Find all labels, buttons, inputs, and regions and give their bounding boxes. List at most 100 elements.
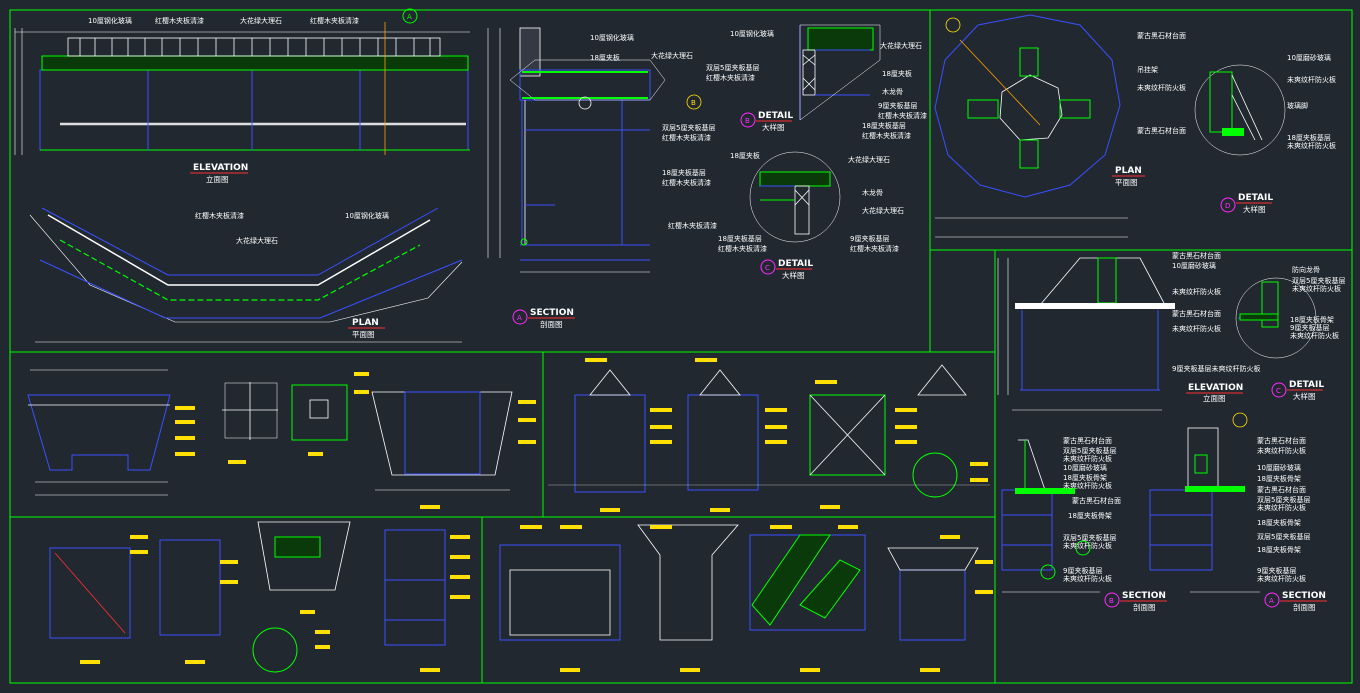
svg-text:A: A (407, 13, 412, 21)
detail-c-label-4: 大花绿大理石 (862, 206, 904, 215)
sheet-frames (9, 9, 1353, 684)
detail-d-title: DETAIL (1238, 193, 1273, 203)
detail-c-right-title: DETAIL (1289, 380, 1324, 390)
glass-panels (67, 37, 441, 57)
elevation-title: ELEVATION (193, 163, 248, 173)
detail-c-right-label-2: 双层5厘夹板基层 (1292, 276, 1345, 285)
detail-c-right-label-4: 18厘夹板骨架 (1290, 315, 1334, 324)
plan-top-subtitle: 平面图 (352, 330, 375, 339)
svg-text:B: B (745, 117, 750, 125)
elevation-right-subtitle: 立面图 (1203, 393, 1226, 403)
plan-right-drawing: 蒙古黑石材台面 吊挂架 未爽纹杆防火板 蒙古黑石材台面 PLAN 平面图 (934, 14, 1186, 238)
plan-right-label-1: 蒙古黑石材台面 (1137, 31, 1186, 40)
section-b-right-label-6: 未爽纹杆防火板 (1063, 481, 1112, 490)
section-b-right-label-12: 未爽纹杆防火板 (1063, 574, 1112, 583)
section-b-right-label-4: 10厘磨砂玻璃 (1063, 463, 1107, 472)
elevation-right-label-3: 未爽纹杆防火板 (1172, 287, 1221, 296)
section-a-right-label-4: 18厘夹板骨架 (1257, 474, 1301, 483)
elevation-right-label-5: 未爽纹杆防火板 (1172, 324, 1221, 333)
detail-b-label-8: 红樱木夹板清漆 (878, 111, 927, 120)
elevation-right-title: ELEVATION (1188, 383, 1243, 393)
section-b-right-label-3: 未爽纹杆防火板 (1063, 454, 1112, 463)
elevation-right-label-6: 9厘夹板基层未爽纹杆防火板 (1172, 364, 1260, 373)
section-b-right-label-1: 蒙古黑石材台面 (1063, 436, 1112, 445)
detail-c-label-5: 18厘夹板基层 (718, 234, 762, 243)
detail-d-label-3: 玻璃脚 (1287, 101, 1308, 110)
svg-text:D: D (1225, 202, 1230, 210)
section-b-right-label-10: 未爽纹杆防火板 (1063, 541, 1112, 550)
section-b-right-subtitle: 剖面图 (1133, 602, 1156, 612)
elevation-label-4: 红樱木夹板清漆 (310, 16, 359, 25)
detail-c-right-subtitle: 大样图 (1293, 391, 1316, 401)
detail-b-label-7: 9厘夹板基层 (878, 101, 917, 110)
svg-text:B: B (1109, 597, 1114, 605)
plan-top-label-3: 大花绿大理石 (236, 236, 278, 245)
detail-b-label-5: 18厘夹板 (882, 69, 912, 78)
detail-b-drawing: B 10厘钢化玻璃 大花绿大理石 双层5厘夹板基层 红樱木夹板清漆 18厘夹板 … (706, 24, 927, 140)
section-a-label-5: 红樱木夹板清漆 (662, 133, 711, 142)
section-b-right-label-5: 18厘夹板骨架 (1063, 473, 1107, 482)
detail-c-label-6: 红樱木夹板清漆 (718, 244, 767, 253)
detail-d-label-2: 未爽纹杆防火板 (1287, 75, 1336, 84)
section-a-right-label-3: 10厘磨砂玻璃 (1257, 463, 1301, 472)
detail-c-label-2: 大花绿大理石 (848, 155, 890, 164)
plan-right-title: PLAN (1115, 166, 1142, 176)
detail-c-label-1: 18厘夹板 (730, 151, 760, 160)
section-a-label-1: 10厘钢化玻璃 (590, 33, 634, 42)
section-a-right-label-11: 9厘夹板基层 (1257, 566, 1296, 575)
svg-text:B: B (691, 99, 696, 107)
section-b-right-label-8: 18厘夹板骨架 (1068, 511, 1112, 520)
section-a-right-label-8: 18厘夹板骨架 (1257, 518, 1301, 527)
elevation-right-label-1: 蒙古黑石材台面 (1172, 251, 1221, 260)
svg-text:A: A (1269, 597, 1274, 605)
section-a-label-8: 红樱木夹板清漆 (668, 221, 717, 230)
section-a-right-title: SECTION (1282, 591, 1326, 601)
detail-b-label-3: 双层5厘夹板基层 (706, 63, 759, 72)
svg-text:C: C (765, 264, 770, 272)
section-a-right-label-6: 双层5厘夹板基层 (1257, 495, 1310, 504)
section-a-label-7: 红樱木夹板清漆 (662, 178, 711, 187)
detail-b-subtitle: 大样图 (762, 122, 785, 132)
section-b-right-label-7: 蒙古黑石材台面 (1072, 496, 1121, 505)
section-a-right-label-1: 蒙古黑石材台面 (1257, 436, 1306, 445)
detail-d-label-1: 10厘磨砂玻璃 (1287, 53, 1331, 62)
detail-d-label-4: 18厘夹板基层 (1287, 133, 1331, 142)
svg-text:A: A (517, 314, 522, 322)
detail-b-title: DETAIL (758, 111, 793, 121)
detail-c-label-8: 红樱木夹板清漆 (850, 244, 899, 253)
plan-right-label-3: 未爽纹杆防火板 (1137, 83, 1186, 92)
elevation-drawing: A 10厘钢化玻璃 红樱木夹板清漆 大花绿大理石 红樱木夹板清漆 ELEVATI… (14, 8, 470, 184)
detail-c-right-label-3: 未爽纹杆防火板 (1292, 284, 1341, 293)
plan-drawing: 红樱木夹板清漆 10厘钢化玻璃 大花绿大理石 PLAN 平面图 (29, 207, 463, 343)
detail-c-right-label-1: 防向龙骨 (1292, 265, 1320, 274)
elevation-right-label-4: 蒙古黑石材台面 (1172, 309, 1221, 318)
elevation-label-1: 10厘钢化玻璃 (88, 16, 132, 25)
elevation-subtitle: 立面图 (206, 174, 229, 184)
section-a-right-label-12: 未爽纹杆防火板 (1257, 574, 1306, 583)
detail-d-drawing: D 10厘磨砂玻璃 未爽纹杆防火板 玻璃脚 18厘夹板基层 未爽纹杆防火板 DE… (1194, 53, 1336, 214)
detail-c-right-label-5: 9厘夹板基层 (1290, 323, 1329, 332)
detail-c-right-label-6: 未爽纹杆防火板 (1290, 331, 1339, 340)
elevation-label-3: 大花绿大理石 (240, 16, 282, 25)
section-a-right-label-2: 未爽纹杆防火板 (1257, 446, 1306, 455)
section-a-right-label-10: 18厘夹板骨架 (1257, 545, 1301, 554)
detail-b-label-4: 红樱木夹板清漆 (706, 73, 755, 82)
detail-b-label-1: 10厘钢化玻璃 (730, 29, 774, 38)
section-a-subtitle: 剖面图 (540, 319, 563, 329)
plan-top-title: PLAN (352, 318, 379, 328)
section-a-label-6: 18厘夹板基层 (662, 168, 706, 177)
section-a-right-drawing: A 蒙古黑石材台面 未爽纹杆防火板 10厘磨砂玻璃 18厘夹板骨架 蒙古黑石材台… (1149, 412, 1327, 612)
elevation-right-label-2: 10厘磨砂玻璃 (1172, 261, 1216, 270)
section-b-right-drawing: B 蒙古黑石材台面 双层5厘夹板基层 未爽纹杆防火板 10厘磨砂玻璃 18厘夹板… (1001, 436, 1167, 612)
section-a-label-2: 18厘夹板 (590, 53, 620, 62)
detail-c-title: DETAIL (778, 259, 813, 269)
section-a-right-label-5: 蒙古黑石材台面 (1257, 485, 1306, 494)
plan-top-label-2: 10厘钢化玻璃 (345, 211, 389, 220)
detail-b-label-6: 木龙骨 (882, 87, 903, 96)
section-b-right-label-11: 9厘夹板基层 (1063, 566, 1102, 575)
detail-c-subtitle: 大样图 (782, 270, 805, 280)
detail-c-label-3: 木龙骨 (862, 188, 883, 197)
section-a-label-3: 大花绿大理石 (651, 51, 693, 60)
detail-d-label-5: 未爽纹杆防火板 (1287, 141, 1336, 150)
